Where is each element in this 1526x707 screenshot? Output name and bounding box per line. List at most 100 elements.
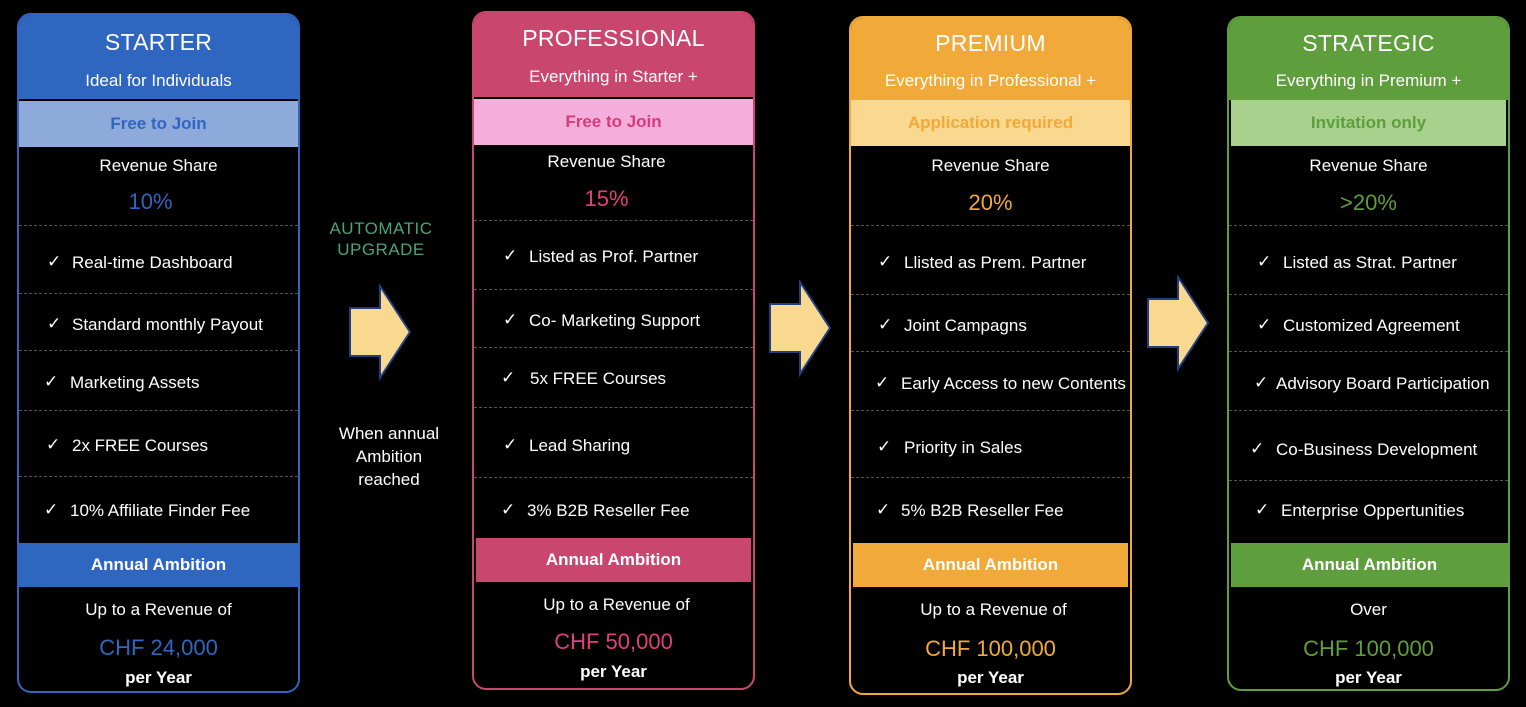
check-icon: ✓ (877, 437, 892, 456)
tier-header: STRATEGIC Everything in Premium + (1229, 18, 1508, 100)
check-icon: ✓ (47, 252, 62, 271)
feature-label: Advisory Board Participation (1276, 374, 1490, 393)
tier-header: PREMIUM Everything in Professional + (851, 18, 1130, 100)
feature-label: Lead Sharing (529, 436, 631, 455)
feature-label: Joint Campagns (904, 316, 1027, 335)
revenue-share-value: >20% (1340, 190, 1397, 215)
check-icon: ✓ (1254, 373, 1269, 392)
tier-name: STARTER (104, 29, 213, 55)
feature-item: ✓ Priority in Sales (851, 410, 1130, 478)
feature-item: ✓ Co-Business Development (1229, 410, 1508, 481)
ambition-prefix: Up to a Revenue of (920, 600, 1067, 619)
check-icon: ✓ (878, 252, 893, 271)
tier-subtitle: Everything in Starter + (529, 67, 698, 86)
feature-item: ✓ 3% B2B Reseller Fee (474, 477, 753, 538)
feature-label: 3% B2B Reseller Fee (527, 501, 690, 520)
join-badge: Application required (851, 100, 1130, 146)
tier-card-premium: PREMIUM Everything in Professional + App… (849, 16, 1132, 695)
ambition-value: CHF 100,000 (1303, 636, 1434, 661)
check-icon: ✓ (503, 435, 518, 454)
annual-ambition-bar: Annual Ambition (1231, 543, 1508, 587)
join-badge: Free to Join (19, 101, 298, 147)
upgrade-arrow-icon (1147, 275, 1210, 373)
check-icon: ✓ (1257, 315, 1272, 334)
annual-ambition-bar: Annual Ambition (853, 543, 1128, 587)
revenue-share-value: 20% (968, 190, 1013, 215)
ambition-suffix: per Year (1335, 668, 1402, 687)
feature-item: ✓ 5% B2B Reseller Fee (851, 477, 1130, 544)
ambition-prefix: Up to a Revenue of (85, 600, 232, 619)
ambition-value: CHF 24,000 (99, 635, 218, 660)
tier-name: STRATEGIC (1302, 30, 1435, 56)
feature-item: ✓ Listed as Prof. Partner (474, 220, 753, 290)
tier-subtitle: Ideal for Individuals (85, 71, 232, 90)
ambition-suffix: per Year (125, 668, 192, 687)
check-icon: ✓ (44, 372, 59, 391)
feature-item: ✓ Early Access to new Contents (851, 351, 1130, 411)
feature-label: Real-time Dashboard (72, 253, 233, 272)
feature-label: Co-Business Development (1276, 440, 1478, 459)
feature-item: ✓ Customized Agreement (1229, 294, 1508, 352)
feature-item: ✓ Listed as Strat. Partner (1229, 225, 1508, 295)
revenue-share-label: Revenue Share (1309, 156, 1428, 175)
feature-label: Customized Agreement (1283, 316, 1460, 335)
revenue-share-label: Revenue Share (99, 156, 218, 175)
feature-item: ✓ Enterprise Oppertunities (1229, 480, 1508, 544)
feature-label: Marketing Assets (70, 373, 200, 392)
join-badge: Invitation only (1231, 100, 1506, 146)
feature-label: Priority in Sales (904, 438, 1023, 457)
ambition-prefix: Up to a Revenue of (543, 595, 690, 614)
feature-label: 10% Affiliate Finder Fee (70, 501, 251, 520)
upgrade-arrow-icon (349, 284, 412, 382)
feature-label: Enterprise Oppertunities (1281, 501, 1465, 520)
tier-subtitle: Everything in Premium + (1275, 71, 1462, 90)
check-icon: ✓ (47, 314, 62, 333)
feature-item: ✓ 2x FREE Courses (19, 410, 298, 477)
tier-card-starter: STARTER Ideal for Individuals Free to Jo… (17, 13, 300, 693)
automatic-upgrade-label: AUTOMATIC UPGRADE (316, 218, 446, 260)
check-icon: ✓ (46, 435, 61, 454)
check-icon: ✓ (44, 500, 59, 519)
feature-item: ✓ Real-time Dashboard (19, 225, 298, 294)
feature-label: 2x FREE Courses (72, 436, 209, 455)
feature-label: Early Access to new Contents (901, 374, 1126, 393)
join-badge: Free to Join (474, 99, 753, 145)
check-icon: ✓ (878, 315, 893, 334)
ambition-suffix: per Year (580, 662, 647, 681)
feature-label: Standard monthly Payout (72, 315, 263, 334)
feature-item: ✓ Standard monthly Payout (19, 293, 298, 351)
feature-label: Llisted as Prem. Partner (904, 253, 1087, 272)
check-icon: ✓ (1257, 252, 1272, 271)
ambition-value: CHF 50,000 (554, 629, 673, 654)
feature-item: ✓ Llisted as Prem. Partner (851, 225, 1130, 295)
check-icon: ✓ (875, 373, 890, 392)
revenue-share-value: 10% (128, 189, 173, 214)
feature-label: 5x FREE Courses (530, 369, 667, 388)
tier-card-strategic: STRATEGIC Everything in Premium + Invita… (1227, 16, 1510, 691)
feature-item: ✓ Advisory Board Participation (1229, 351, 1508, 411)
check-icon: ✓ (501, 368, 516, 387)
feature-item: ✓ Marketing Assets (19, 350, 298, 411)
tier-name: PROFESSIONAL (522, 25, 705, 51)
upgrade-condition-note: When annual Ambition reached (338, 424, 440, 489)
annual-ambition-bar: Annual Ambition (476, 538, 751, 582)
feature-label: Listed as Strat. Partner (1283, 253, 1457, 272)
revenue-share-label: Revenue Share (931, 156, 1050, 175)
ambition-value: CHF 100,000 (925, 636, 1056, 661)
tier-card-professional: PROFESSIONAL Everything in Starter + Fre… (472, 11, 755, 690)
feature-item: ✓ Joint Campagns (851, 294, 1130, 352)
check-icon: ✓ (1255, 500, 1270, 519)
feature-label: Listed as Prof. Partner (529, 247, 699, 266)
check-icon: ✓ (1250, 439, 1265, 458)
feature-label: 5% B2B Reseller Fee (901, 501, 1064, 520)
feature-label: Co- Marketing Support (529, 311, 701, 330)
check-icon: ✓ (876, 500, 891, 519)
feature-item: ✓ 10% Affiliate Finder Fee (19, 476, 298, 543)
feature-item: ✓ 5x FREE Courses (474, 347, 753, 408)
automatic-upgrade-text: AUTOMATIC UPGRADE (329, 219, 433, 259)
revenue-share-value: 15% (584, 186, 629, 211)
check-icon: ✓ (503, 310, 518, 329)
revenue-share-label: Revenue Share (547, 152, 666, 171)
ambition-prefix: Over (1350, 600, 1387, 619)
check-icon: ✓ (501, 500, 516, 519)
